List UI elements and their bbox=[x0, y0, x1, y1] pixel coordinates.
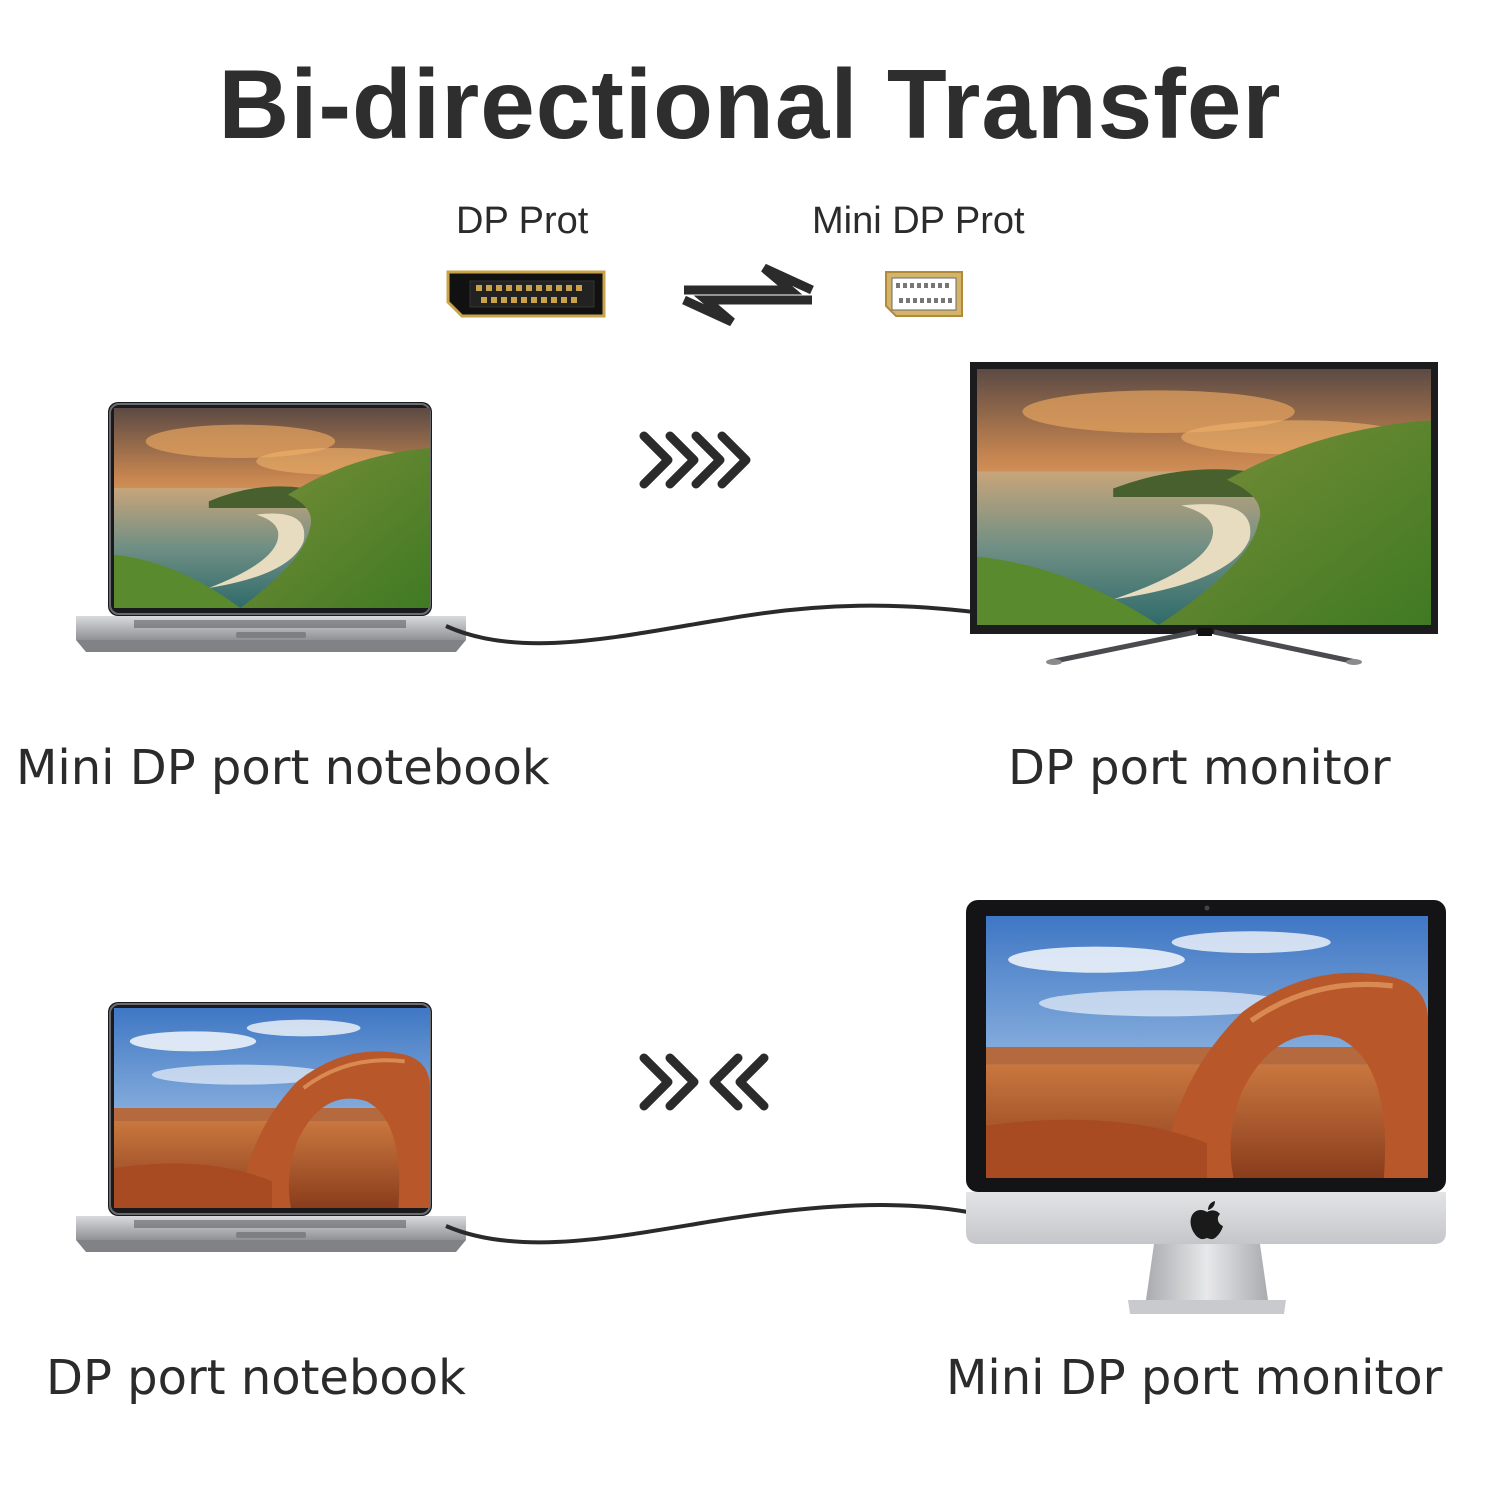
row2-target-caption: Mini DP port monitor bbox=[946, 1350, 1443, 1406]
row1-laptop bbox=[76, 401, 466, 653]
dp-port-icon bbox=[446, 270, 606, 318]
row2-source-caption: DP port notebook bbox=[46, 1350, 466, 1406]
swap-arrows-icon bbox=[682, 263, 814, 327]
row2-cable bbox=[445, 1203, 969, 1245]
row2-direction-chevrons bbox=[639, 1053, 769, 1111]
apple-logo-icon bbox=[1190, 1201, 1223, 1240]
row1-source-caption: Mini DP port notebook bbox=[16, 740, 550, 796]
row1-target-caption: DP port monitor bbox=[1008, 740, 1391, 796]
row1-cable bbox=[445, 603, 991, 646]
row2-laptop bbox=[76, 1001, 466, 1253]
mini-dp-port-icon bbox=[885, 271, 963, 317]
dp-port-label: DP Prot bbox=[456, 200, 589, 242]
row2-imac bbox=[966, 900, 1446, 1314]
row1-direction-chevrons bbox=[639, 431, 751, 489]
page-title: Bi-directional Transfer bbox=[218, 49, 1282, 159]
mini-dp-port-label: Mini DP Prot bbox=[812, 200, 1025, 242]
row1-tv-monitor bbox=[970, 362, 1438, 665]
